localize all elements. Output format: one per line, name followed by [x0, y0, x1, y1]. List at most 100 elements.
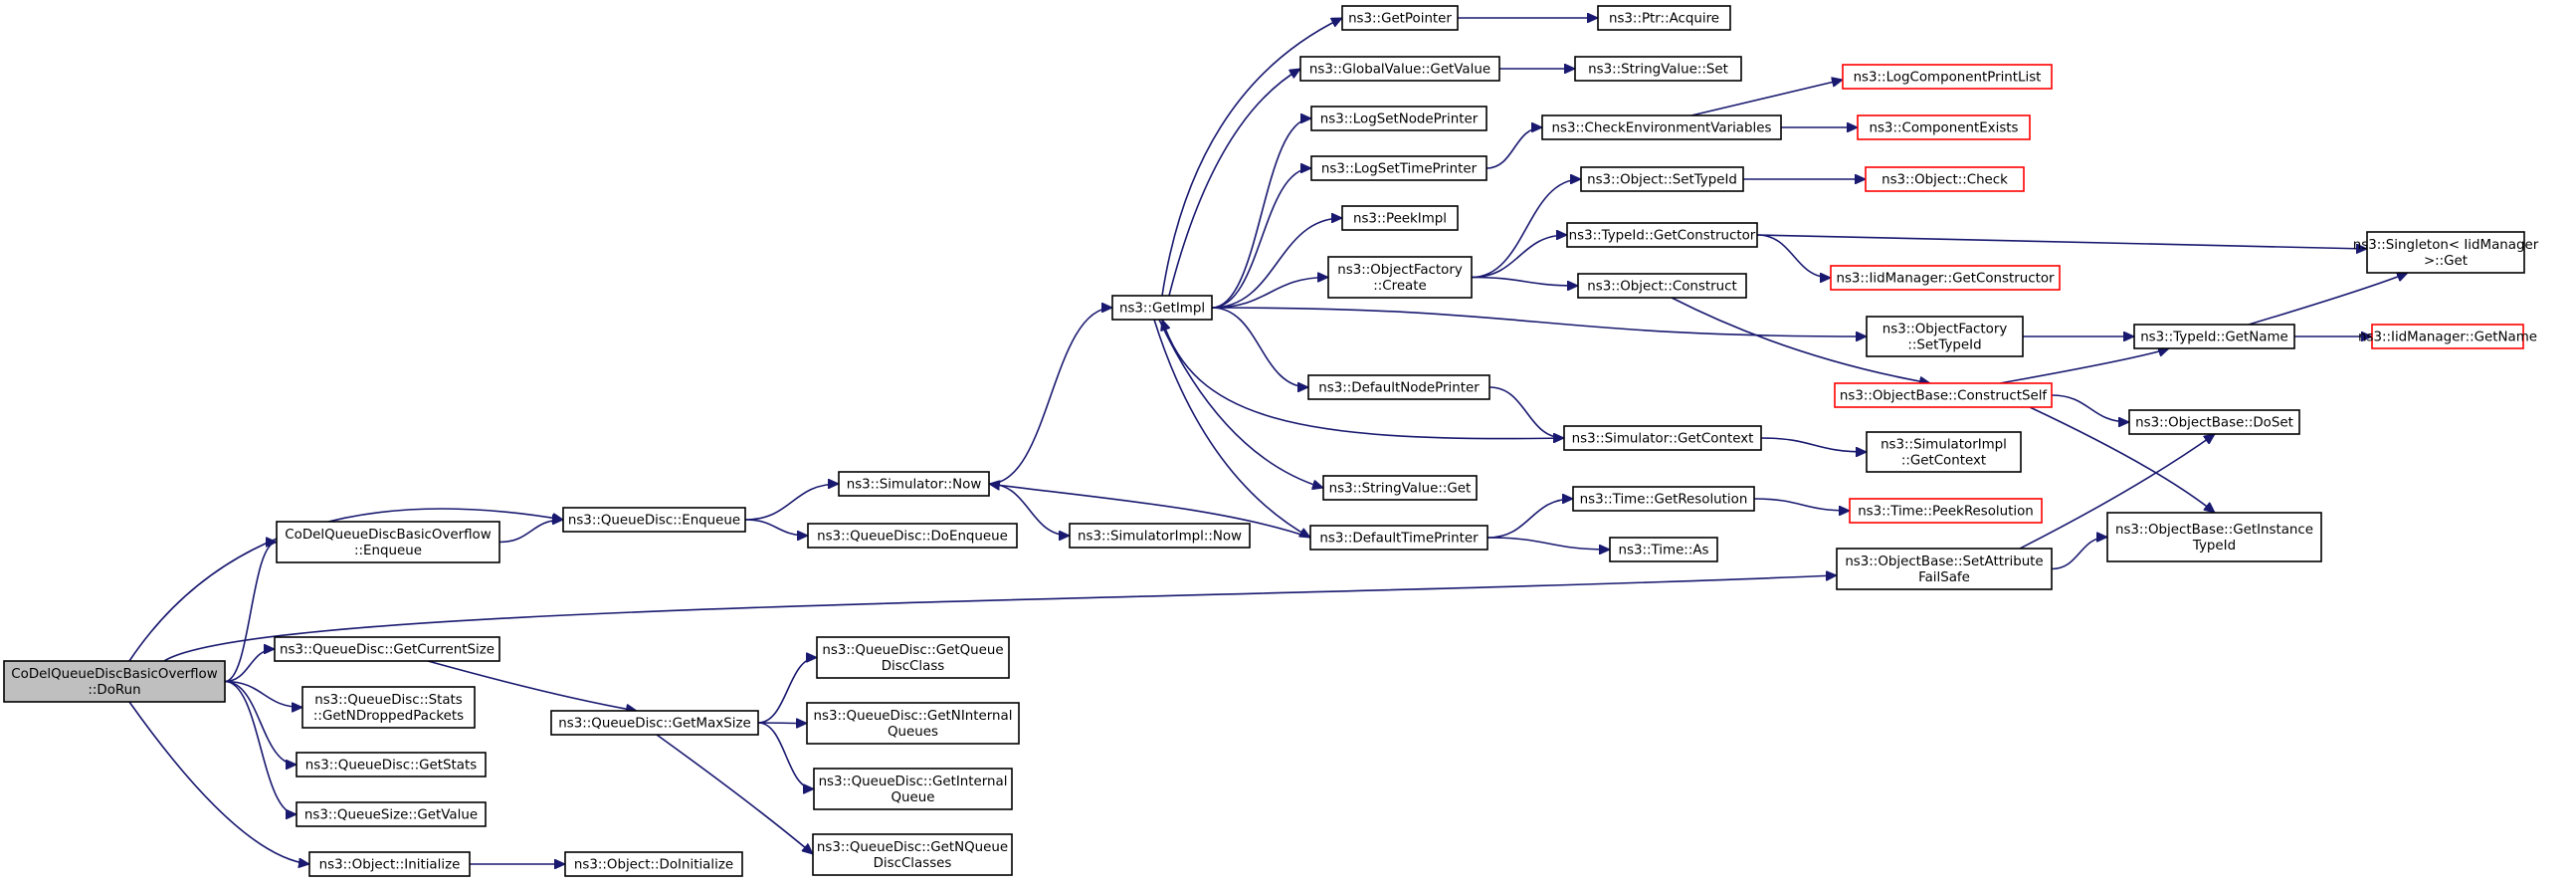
node-label-line: ns3::Object::Check	[1882, 173, 2008, 188]
node-label-line: ns3::StringValue::Set	[1588, 63, 1728, 78]
edge-time_getres-to-time_peekres	[1753, 498, 1850, 511]
edge-root-to-obj_initialize	[128, 701, 309, 864]
node-box	[1566, 222, 1758, 248]
node-sv_get[interactable]: ns3::StringValue::Get	[1322, 475, 1478, 501]
node-deftimeprinter[interactable]: ns3::DefaultTimePrinter	[1309, 525, 1488, 551]
node-checkenv[interactable]: ns3::CheckEnvironmentVariables	[1541, 114, 1782, 140]
node-iid_getctor[interactable]: ns3::IidManager::GetConstructor	[1830, 265, 2061, 291]
node-box	[1341, 5, 1459, 31]
node-box	[1563, 425, 1762, 451]
edge-qd_getmaxsize-to-qd_getinternal	[757, 722, 814, 789]
node-obj_settypeid[interactable]: ns3::Object::SetTypeId	[1580, 166, 1744, 192]
node-objfactory_create[interactable]: ns3::ObjectFactory::Create	[1327, 256, 1473, 299]
node-getpointer[interactable]: ns3::GetPointer	[1341, 5, 1459, 31]
node-gv_getvalue[interactable]: ns3::GlobalValue::GetValue	[1299, 56, 1500, 82]
edge-qd_getmaxsize-to-qd_getninternal	[757, 723, 807, 724]
node-obj_construct[interactable]: ns3::Object::Construct	[1577, 273, 1747, 299]
node-qd_getstats[interactable]: ns3::QueueDisc::GetStats	[296, 752, 487, 777]
node-label-line: DiscClass	[882, 659, 945, 674]
node-time_getres[interactable]: ns3::Time::GetResolution	[1572, 486, 1755, 512]
node-label-line: ns3::QueueDisc::GetInternal	[819, 775, 1008, 789]
node-sim_now[interactable]: ns3::Simulator::Now	[838, 471, 990, 497]
node-box	[1836, 548, 2053, 590]
edge-objfactory_create-to-obj_construct	[1471, 276, 1578, 287]
node-qd_getcursize[interactable]: ns3::QueueDisc::GetCurrentSize	[274, 636, 500, 662]
node-obj_check[interactable]: ns3::Object::Check	[1865, 166, 2025, 192]
node-typeid_getctor[interactable]: ns3::TypeId::GetConstructor	[1566, 222, 1758, 248]
edge-getimpl-to-getpointer	[1161, 17, 1342, 297]
node-box	[838, 471, 990, 497]
node-qd_getmaxsize[interactable]: ns3::QueueDisc::GetMaxSize	[550, 710, 759, 736]
node-qs_getvalue[interactable]: ns3::QueueSize::GetValue	[296, 801, 487, 827]
node-codel_enq[interactable]: CoDelQueueDiscBasicOverflow::Enqueue	[276, 521, 500, 563]
node-time_peekres[interactable]: ns3::Time::PeekResolution	[1849, 498, 2043, 524]
edge-deftimeprinter-to-time_as	[1486, 537, 1610, 550]
node-box	[1574, 56, 1742, 82]
node-label-line: ns3::StringValue::Get	[1329, 482, 1472, 497]
node-time_as[interactable]: ns3::Time::As	[1609, 537, 1718, 562]
node-label-line: ns3::ObjectFactory	[1337, 263, 1463, 278]
node-typeid_getname[interactable]: ns3::TypeId::GetName	[2133, 324, 2295, 349]
node-box	[2128, 409, 2300, 435]
node-objbase_doset[interactable]: ns3::ObjectBase::DoSet	[2128, 409, 2300, 435]
node-label-line: ns3::Simulator::GetContext	[1572, 432, 1754, 447]
node-box	[1309, 525, 1488, 551]
node-label-line: ns3::QueueDisc::GetQueue	[822, 643, 1003, 658]
node-compexists[interactable]: ns3::ComponentExists	[1857, 114, 2031, 140]
node-qd_doenqueue[interactable]: ns3::QueueDisc::DoEnqueue	[807, 523, 1018, 549]
node-objbase_constructself[interactable]: ns3::ObjectBase::ConstructSelf	[1834, 382, 2053, 408]
node-qd_stats_dropped[interactable]: ns3::QueueDisc::Stats::GetNDroppedPacket…	[301, 686, 476, 729]
edge-root-to-codel_enq	[224, 543, 277, 683]
node-label-line: FailSafe	[1918, 570, 1970, 585]
node-defnodeprinter[interactable]: ns3::DefaultNodePrinter	[1307, 374, 1490, 400]
node-label-line: ::Create	[1373, 279, 1427, 294]
node-label-line: ns3::ObjectBase::GetInstance	[2115, 523, 2313, 538]
node-box	[308, 851, 471, 877]
node-peekimpl[interactable]: ns3::PeekImpl	[1341, 205, 1459, 231]
node-iid_getname[interactable]: ns3::IidManager::GetName	[2358, 324, 2537, 349]
node-simimpl_getcontext[interactable]: ns3::SimulatorImpl::GetContext	[1866, 431, 2022, 473]
node-qd_enqueue[interactable]: ns3::QueueDisc::Enqueue	[562, 507, 746, 533]
node-box	[564, 851, 743, 877]
node-box	[806, 702, 1020, 745]
node-box	[274, 636, 500, 662]
edge-sim_getcontext-to-simimpl_getcontext	[1760, 437, 1867, 452]
node-simimpl_now[interactable]: ns3::SimulatorImpl::Now	[1069, 523, 1251, 549]
node-sv_set[interactable]: ns3::StringValue::Set	[1574, 56, 1742, 82]
node-box	[1597, 5, 1731, 31]
node-label-line: ns3::QueueDisc::Stats	[314, 693, 463, 708]
node-obj_doinitialize[interactable]: ns3::Object::DoInitialize	[564, 851, 743, 877]
node-label-line: ns3::PeekImpl	[1353, 212, 1447, 227]
edge-sim_getcontext-to-getimpl	[1162, 320, 1565, 440]
node-label-line: TypeId	[2192, 539, 2236, 554]
node-ptr_acquire[interactable]: ns3::Ptr::Acquire	[1597, 5, 1731, 31]
node-sim_getcontext[interactable]: ns3::Simulator::GetContext	[1563, 425, 1762, 451]
edge-getimpl-to-deftimeprinter	[1153, 319, 1310, 539]
node-box	[296, 752, 487, 777]
node-root[interactable]: CoDelQueueDiscBasicOverflow::DoRun	[3, 660, 226, 703]
node-getimpl[interactable]: ns3::GetImpl	[1111, 295, 1213, 321]
node-logcompprint[interactable]: ns3::LogComponentPrintList	[1842, 64, 2053, 90]
node-box	[3, 660, 226, 703]
edge-defnodeprinter-to-sim_getcontext	[1488, 386, 1564, 438]
node-singleton_get[interactable]: ns3::Singleton< IidManager >::Get	[2353, 231, 2539, 274]
node-label-line: ::DoRun	[88, 683, 140, 698]
node-box	[1299, 56, 1500, 82]
node-label-line: ns3::ObjectBase::SetAttribute	[1845, 555, 2043, 569]
node-objfactory_settypeid[interactable]: ns3::ObjectFactory::SetTypeId	[1866, 316, 2024, 357]
edge-qd_getmaxsize-to-qd_getnqdclasses	[656, 734, 813, 854]
node-box	[816, 636, 1010, 679]
node-label-line: ::Enqueue	[354, 544, 422, 558]
node-obj_initialize[interactable]: ns3::Object::Initialize	[308, 851, 471, 877]
node-logtimeprinter[interactable]: ns3::LogSetTimePrinter	[1310, 155, 1487, 181]
node-label-line: Queues	[888, 725, 938, 740]
node-lognodeprinter[interactable]: ns3::LogSetNodePrinter	[1310, 106, 1487, 131]
node-box	[1541, 114, 1782, 140]
